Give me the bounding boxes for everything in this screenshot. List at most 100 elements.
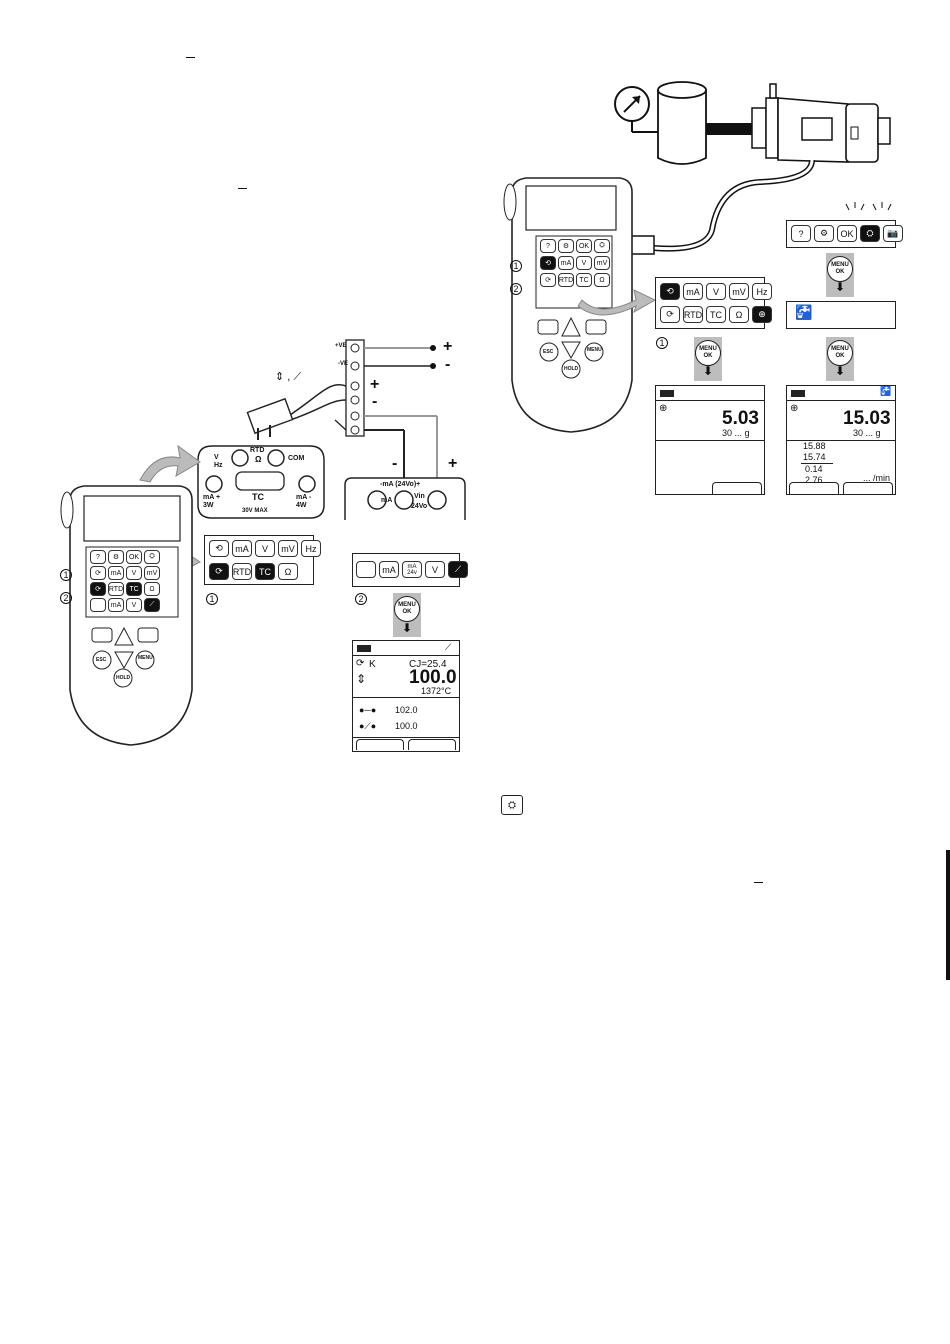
v-key[interactable]: V: [576, 256, 592, 270]
mv-key[interactable]: mV: [278, 540, 298, 557]
tc-key[interactable]: TC: [576, 273, 592, 287]
tc-key[interactable]: TC: [706, 306, 726, 323]
left-meter-keypad-row2: ⟳ mA V mV: [90, 566, 160, 580]
settings-key[interactable]: ⚙: [558, 239, 574, 253]
leak-test-status-icon: 🚰: [880, 386, 892, 396]
source-key[interactable]: ⟳: [660, 306, 680, 323]
left-esc-label: ESC: [96, 657, 107, 663]
settings-key[interactable]: ⚙: [814, 225, 834, 242]
hz-key[interactable]: Hz: [752, 283, 772, 300]
tc-step1-keys-row1: ⟲ mA V mV Hz: [209, 540, 321, 557]
ma-key[interactable]: mA: [232, 540, 252, 557]
ma-key[interactable]: mA: [108, 566, 124, 580]
tools-key[interactable]: ⛭: [144, 550, 160, 564]
battery-icon: [357, 645, 371, 652]
right-meter-keypad-row1: ? ⚙ OK ⛭: [540, 239, 610, 253]
mv-key[interactable]: mV: [144, 566, 160, 580]
switch-open-value: 100.0: [395, 721, 418, 731]
ma-key[interactable]: mA: [379, 561, 399, 578]
ohm-key[interactable]: Ω: [144, 582, 160, 596]
ohm-key[interactable]: Ω: [278, 563, 298, 580]
blank-key[interactable]: [90, 598, 106, 612]
pressure-key[interactable]: ⊕: [752, 306, 772, 323]
rtd-key[interactable]: RTD: [683, 306, 703, 323]
ok-key[interactable]: OK: [576, 239, 592, 253]
mv-key[interactable]: mV: [729, 283, 749, 300]
leak-test-tap-icon[interactable]: 🚰: [795, 304, 813, 320]
ohm-key[interactable]: Ω: [729, 306, 749, 323]
overline-mark-3: [754, 882, 763, 883]
source-key[interactable]: ⟳: [209, 563, 229, 580]
down-arrow-icon: ⬇: [703, 364, 714, 378]
left-meter-keypad-row1: ? ⚙ OK ⛭: [90, 550, 160, 564]
page-edge-tab: [946, 850, 950, 980]
v-key-2[interactable]: V: [126, 598, 142, 612]
help-key[interactable]: ?: [540, 239, 556, 253]
measure-key[interactable]: ⟲: [660, 283, 680, 300]
pressure-reading-1: 5.03: [722, 408, 759, 429]
softkey-right[interactable]: [843, 482, 893, 494]
pressure-tools-keys-row: ? ⚙ OK ⛭ 📷: [791, 225, 903, 242]
measure-key[interactable]: ⟳: [90, 566, 106, 580]
ma-key-2[interactable]: mA: [108, 598, 124, 612]
ok-key[interactable]: OK: [126, 550, 142, 564]
tc-minus-sign: -: [372, 393, 378, 410]
tools-inline-icon: ⛭: [501, 795, 523, 815]
output-minus-sign: -: [445, 356, 451, 373]
softkey-right[interactable]: [408, 739, 456, 750]
v-key[interactable]: V: [126, 566, 142, 580]
tools-key[interactable]: ⛭: [860, 225, 880, 242]
help-key[interactable]: ?: [90, 550, 106, 564]
switch-key[interactable]: ⟋: [144, 598, 160, 612]
softkey-right[interactable]: [712, 482, 762, 494]
right-menu-label: MENU: [587, 347, 602, 353]
source-key[interactable]: ⟳: [540, 273, 556, 287]
pressure-icon: ⊕: [790, 403, 799, 414]
softkey-left[interactable]: [356, 739, 404, 750]
softkey-left[interactable]: [789, 482, 839, 494]
blank-key[interactable]: [356, 561, 376, 578]
ma-key[interactable]: mA: [683, 283, 703, 300]
socket-rtd-label: RTD: [250, 447, 265, 454]
ohm-key[interactable]: Ω: [594, 273, 610, 287]
measure-key[interactable]: ⟲: [540, 256, 556, 270]
loop-terminal-label: -mA (24Vo)+: [380, 481, 421, 488]
hz-key[interactable]: Hz: [301, 540, 321, 557]
settings-key[interactable]: ⚙: [108, 550, 124, 564]
tc-key[interactable]: TC: [126, 582, 142, 596]
ma-key[interactable]: mA: [558, 256, 574, 270]
right-step-2-marker: 2: [510, 283, 522, 295]
camera-key[interactable]: 📷: [883, 225, 903, 242]
down-arrow-icon: ⬇: [835, 280, 846, 294]
source-key[interactable]: ⟳: [90, 582, 106, 596]
rtd-key[interactable]: RTD: [232, 563, 252, 580]
loop-minus-sign: -: [392, 455, 398, 472]
pressure-step1-keys-row1: ⟲ mA V mV Hz: [660, 283, 772, 300]
leak-rate-value: 2.76: [805, 475, 823, 485]
mv-key[interactable]: mV: [594, 256, 610, 270]
tc-key[interactable]: TC: [255, 563, 275, 580]
v-key[interactable]: V: [706, 283, 726, 300]
left-hold-label: HOLD: [116, 675, 131, 681]
help-key[interactable]: ?: [791, 225, 811, 242]
rtd-key[interactable]: RTD: [108, 582, 124, 596]
ma-24v-key[interactable]: mA 24v: [402, 561, 422, 578]
v-key[interactable]: V: [425, 561, 445, 578]
switch-key[interactable]: ⟋: [448, 561, 468, 578]
pressure-screen-2: 🚰 ⊕ 15.03 30 ... g 15.88 15.74 0.14 2.76…: [786, 385, 896, 495]
socket-24vo-label: 24Vo: [411, 503, 428, 510]
overline-mark-2: [238, 188, 247, 189]
measure-key[interactable]: ⟲: [209, 540, 229, 557]
ok-key[interactable]: OK: [837, 225, 857, 242]
v-key[interactable]: V: [255, 540, 275, 557]
right-hold-label: HOLD: [564, 366, 579, 372]
socket-ma-plus-3w-label: mA + 3W: [203, 494, 221, 509]
right-step-1-marker: 1: [510, 260, 522, 272]
rtd-key[interactable]: RTD: [558, 273, 574, 287]
tools-key[interactable]: ⛭: [594, 239, 610, 253]
